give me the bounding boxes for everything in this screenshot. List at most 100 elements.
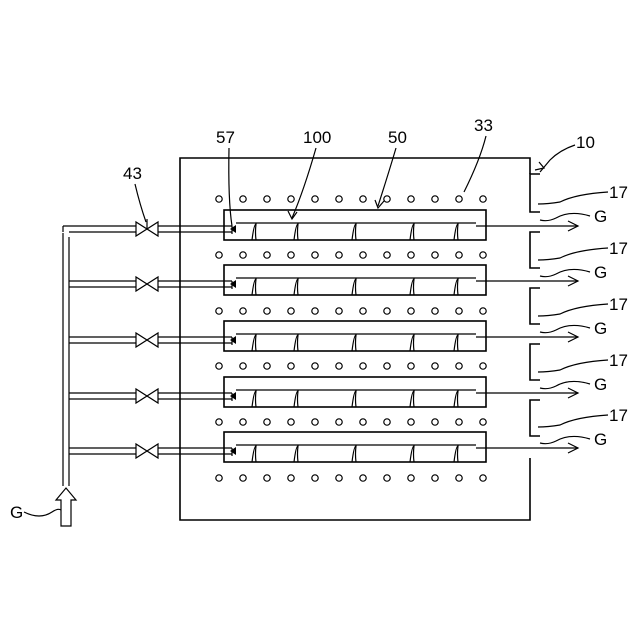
label-gas-out-g: G <box>594 430 607 449</box>
nozzle-57 <box>454 391 458 407</box>
stage-3 <box>224 321 578 351</box>
nozzle-57 <box>410 335 414 351</box>
tube-r4-3 <box>264 363 270 369</box>
label-outlet-17: 17 <box>609 406 628 425</box>
tube-r2-8 <box>384 252 390 258</box>
branch-5 <box>69 444 232 458</box>
tube-r2-10 <box>432 252 438 258</box>
tube-r4-1 <box>216 363 222 369</box>
tube-r1-6 <box>336 196 342 202</box>
tube-r6-7 <box>360 475 366 481</box>
outlet-wall-3 <box>530 288 540 324</box>
tube-r5-10 <box>432 419 438 425</box>
tube-r1-5 <box>312 196 318 202</box>
branch-pipe-downstream <box>158 337 232 343</box>
branch-3 <box>69 333 232 347</box>
tube-r2-4 <box>288 252 294 258</box>
nozzle-57 <box>252 224 256 240</box>
tube-r6-1 <box>216 475 222 481</box>
stage-2 <box>224 265 578 295</box>
branch-pipe <box>69 393 136 399</box>
outlet-wall-1 <box>530 174 540 212</box>
tube-r5-8 <box>384 419 390 425</box>
label-outlet-17: 17 <box>609 295 628 314</box>
leader-g <box>540 381 590 388</box>
tube-r6-6 <box>336 475 342 481</box>
tube-r2-5 <box>312 252 318 258</box>
tube-r3-8 <box>384 308 390 314</box>
outlet-labels: 17G17G17G17G17G <box>538 183 628 449</box>
label-gas-out-g: G <box>594 319 607 338</box>
stage-1 <box>224 210 578 240</box>
nozzle-57 <box>294 446 298 462</box>
tube-r3-1 <box>216 308 222 314</box>
outlet-walls <box>530 174 540 436</box>
tube-r4-10 <box>432 363 438 369</box>
nozzle-57 <box>410 391 414 407</box>
tube-r4-8 <box>384 363 390 369</box>
tube-r6-4 <box>288 475 294 481</box>
nozzle-57 <box>352 279 356 295</box>
label-gas-inlet-g: G <box>10 503 23 522</box>
tube-r3-7 <box>360 308 366 314</box>
tube-r1-10 <box>432 196 438 202</box>
tube-r4-9 <box>408 363 414 369</box>
leader-57 <box>229 148 232 226</box>
tube-r6-11 <box>456 475 462 481</box>
nozzle-57 <box>410 224 414 240</box>
branch-pipe <box>69 448 136 454</box>
tube-r5-7 <box>360 419 366 425</box>
branch-pipe-downstream <box>158 226 232 232</box>
tube-r4-2 <box>240 363 246 369</box>
nozzle-57 <box>294 279 298 295</box>
leader-100-arrow <box>288 211 297 219</box>
inlet-arrow <box>56 488 76 526</box>
outlet-wall-4 <box>530 344 540 380</box>
label-outlet-17: 17 <box>609 183 628 202</box>
tube-r1-1 <box>216 196 222 202</box>
tube-r6-10 <box>432 475 438 481</box>
valve-43 <box>136 277 158 291</box>
label-chamber-100: 100 <box>303 128 331 147</box>
nozzle-57 <box>252 391 256 407</box>
tube-r4-7 <box>360 363 366 369</box>
valve-43 <box>136 333 158 347</box>
label-gas-out-g: G <box>594 263 607 282</box>
nozzle-57 <box>294 335 298 351</box>
tube-r5-4 <box>288 419 294 425</box>
tube-r1-4 <box>288 196 294 202</box>
gas-manifold <box>56 219 232 526</box>
tube-r2-6 <box>336 252 342 258</box>
tube-r5-3 <box>264 419 270 425</box>
branch-pipe <box>69 337 136 343</box>
tube-r3-3 <box>264 308 270 314</box>
leader-lines <box>24 136 575 516</box>
tube-r5-6 <box>336 419 342 425</box>
tube-r1-8 <box>384 196 390 202</box>
nozzle-57 <box>454 224 458 240</box>
tube-r3-9 <box>408 308 414 314</box>
leader-g <box>540 325 590 332</box>
branch-pipe-downstream <box>158 281 232 287</box>
label-tubes-33: 33 <box>474 116 493 135</box>
tube-r1-9 <box>408 196 414 202</box>
tube-r1-2 <box>240 196 246 202</box>
label-outlet-17: 17 <box>609 239 628 258</box>
label-valve-43: 43 <box>123 164 142 183</box>
tube-r2-9 <box>408 252 414 258</box>
tube-r2-12 <box>480 252 486 258</box>
tube-r6-5 <box>312 475 318 481</box>
outlet-wall-5 <box>530 400 540 436</box>
tube-r4-4 <box>288 363 294 369</box>
leader-50 <box>378 148 396 206</box>
nozzle-57 <box>352 335 356 351</box>
nozzle-57 <box>352 391 356 407</box>
valve-43 <box>136 389 158 403</box>
leader-17 <box>538 415 608 427</box>
branch-pipe-downstream <box>158 393 232 399</box>
leader-17 <box>538 360 608 372</box>
tube-r1-3 <box>264 196 270 202</box>
tube-r5-12 <box>480 419 486 425</box>
leader-g <box>540 213 590 220</box>
